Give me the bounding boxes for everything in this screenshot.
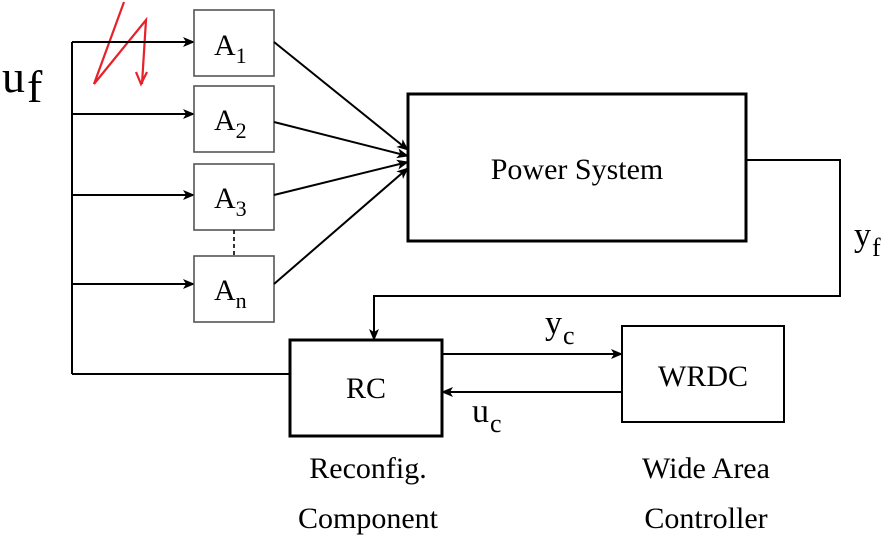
wrdc-caption-line1: Wide Area	[642, 452, 770, 485]
actuator-an: An	[193, 255, 275, 323]
svg-text:A3: A3	[214, 182, 247, 221]
wrdc-block: WRDC	[621, 325, 785, 423]
rc-caption-line2: Component	[298, 502, 439, 535]
actuator-a1: A1	[193, 9, 275, 77]
actuator-a2: A2	[193, 85, 275, 153]
wrdc-caption-line2: Controller	[644, 502, 767, 535]
rc-block: RC	[288, 338, 444, 438]
signal-label-uc: uc	[472, 393, 502, 438]
a1-to-power-arrow	[273, 41, 409, 151]
actuator-a3: A3	[193, 163, 275, 231]
signal-label-yc: yc	[545, 305, 575, 350]
a3-to-power-arrow	[273, 159, 409, 196]
power-system-block: Power System	[406, 92, 748, 243]
yf-feedback-line	[369, 159, 841, 341]
an-to-power-arrow	[273, 167, 409, 285]
svg-text:RC: RC	[346, 372, 386, 405]
svg-text:A1: A1	[214, 29, 247, 68]
fault-arrowhead-icon	[134, 71, 148, 87]
rc-caption-line1: Reconfig.	[309, 452, 426, 485]
signal-label-yf: yf	[854, 217, 881, 262]
svg-text:A2: A2	[214, 104, 247, 143]
signal-label-uf: uf	[2, 51, 43, 112]
svg-text:An: An	[214, 274, 247, 313]
svg-text:Power System: Power System	[491, 153, 664, 186]
a2-to-power-arrow	[273, 121, 409, 159]
svg-text:WRDC: WRDC	[658, 360, 748, 393]
